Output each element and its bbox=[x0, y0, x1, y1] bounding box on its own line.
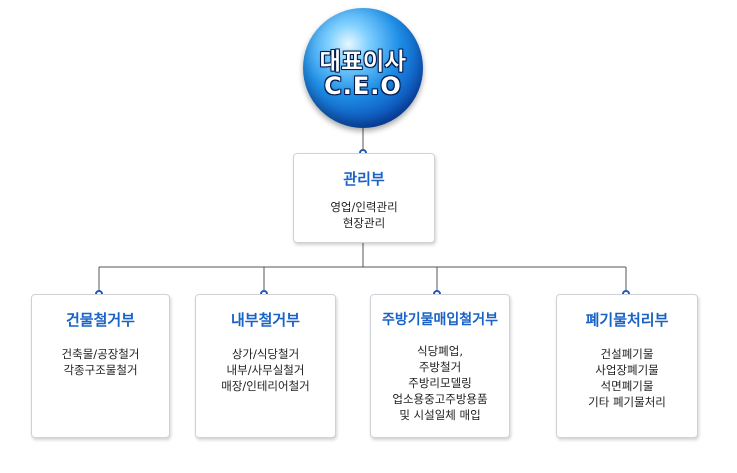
department-title: 건물철거부 bbox=[65, 311, 135, 329]
department-line: 매장/인테리어철거 bbox=[221, 379, 310, 393]
department-line: 기타 폐기물처리 bbox=[588, 395, 666, 409]
department-line: 업소용중고주방용품 bbox=[392, 392, 488, 406]
department-box-waste-disposal: 폐기물처리부 건설폐기물 사업장폐기물 석면폐기물 기타 폐기물처리 bbox=[556, 294, 698, 438]
ceo-title-korean: 대표이사 bbox=[319, 49, 407, 75]
department-title: 주방기물매입철거부 bbox=[382, 312, 498, 328]
department-line: 사업장폐기물 bbox=[595, 363, 659, 377]
department-line: 내부/사무실철거 bbox=[226, 363, 305, 377]
department-line: 및 시설일체 매입 bbox=[399, 408, 481, 422]
department-line: 주방철거 bbox=[418, 360, 462, 374]
admin-line: 영업/인력관리 bbox=[330, 200, 398, 214]
department-line: 각종구조물철거 bbox=[63, 363, 138, 377]
department-line: 식당폐업, bbox=[417, 344, 463, 358]
ceo-circle: 대표이사 C.E.O bbox=[303, 8, 423, 128]
department-box-interior-demolition: 내부철거부 상가/식당철거 내부/사무실철거 매장/인테리어철거 bbox=[195, 294, 336, 438]
ceo-title-english: C.E.O bbox=[324, 72, 402, 100]
admin-line: 현장관리 bbox=[342, 216, 386, 230]
admin-department-title: 관리부 bbox=[343, 170, 385, 188]
department-line: 주방리모델링 bbox=[408, 376, 472, 390]
department-box-kitchen-purchase: 주방기물매입철거부 식당폐업, 주방철거 주방리모델링 업소용중고주방용품 및 … bbox=[370, 294, 510, 438]
department-title: 폐기물처리부 bbox=[585, 311, 669, 329]
department-line: 석면폐기물 bbox=[600, 379, 654, 393]
admin-department-box: 관리부 영업/인력관리 현장관리 bbox=[293, 153, 435, 243]
department-line: 건설폐기물 bbox=[600, 347, 654, 361]
department-line: 상가/식당철거 bbox=[231, 347, 300, 361]
department-title: 내부철거부 bbox=[230, 311, 300, 329]
department-box-building-demolition: 건물철거부 건축물/공장철거 각종구조물철거 bbox=[31, 294, 170, 438]
department-line: 건축물/공장철거 bbox=[61, 347, 140, 361]
